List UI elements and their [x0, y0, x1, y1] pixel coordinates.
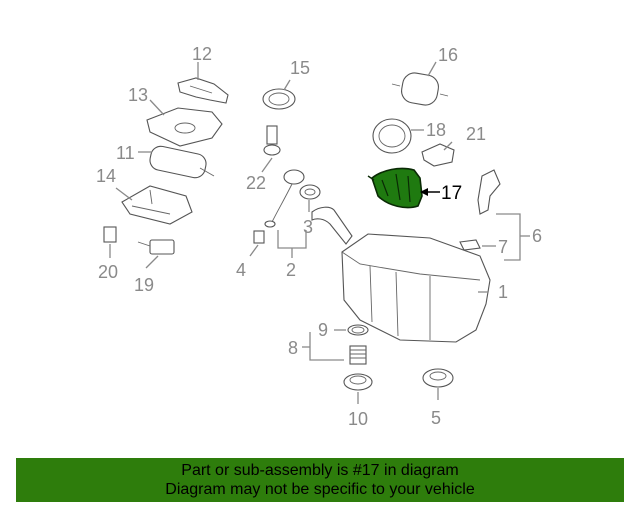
part-10-lock-ring[interactable] — [343, 373, 373, 391]
callout-6[interactable]: 6 — [532, 226, 542, 246]
callout-22[interactable]: 22 — [246, 173, 266, 193]
bracket-8 — [309, 332, 344, 361]
parts-diagram: 12 13 11 14 20 19 15 22 — [96, 44, 542, 429]
callout-4[interactable]: 4 — [236, 260, 246, 280]
callout-16[interactable]: 16 — [438, 45, 458, 65]
callout-1[interactable]: 1 — [498, 282, 508, 302]
banner-line-1: Part or sub-assembly is #17 in diagram — [181, 462, 459, 479]
callout-14[interactable]: 14 — [96, 166, 116, 186]
part-21-sender[interactable] — [421, 143, 455, 167]
callout-8[interactable]: 8 — [288, 338, 298, 358]
part-4-fitting[interactable] — [253, 230, 265, 244]
leader-4 — [249, 244, 259, 257]
part-11-fuel-pump[interactable] — [148, 144, 215, 179]
part-7-grommet[interactable] — [459, 239, 481, 251]
part-22-valve[interactable] — [263, 125, 281, 156]
part-6-sending-unit[interactable] — [477, 169, 501, 215]
leader-15 — [283, 79, 291, 91]
callout-15[interactable]: 15 — [290, 58, 310, 78]
callout-11[interactable]: 11 — [116, 143, 135, 163]
part-1-fuel-tank[interactable] — [311, 206, 491, 343]
bracket-6 — [496, 213, 521, 261]
disclaimer-banner: Part or sub-assembly is #17 in diagram D… — [16, 458, 624, 502]
callout-18[interactable]: 18 — [426, 120, 446, 140]
leader-19 — [145, 255, 159, 269]
part-15-clamp[interactable] — [262, 88, 296, 110]
callout-9[interactable]: 9 — [318, 320, 328, 340]
part-17-heat-shield[interactable] — [367, 167, 423, 209]
callout-21[interactable]: 21 — [466, 124, 486, 144]
callout-7[interactable]: 7 — [498, 237, 508, 257]
callout-12[interactable]: 12 — [192, 44, 212, 64]
leader-17-arrow — [420, 188, 428, 196]
leader-14 — [115, 187, 133, 201]
part-9-o-ring[interactable] — [347, 324, 369, 336]
part-12-bracket[interactable] — [177, 77, 229, 104]
leader-13 — [149, 99, 165, 116]
part-5-cap[interactable] — [422, 368, 454, 388]
callout-13[interactable]: 13 — [128, 85, 148, 105]
callout-5[interactable]: 5 — [431, 408, 441, 428]
bracket-2 — [277, 230, 307, 249]
part-14-pump-bracket[interactable] — [121, 185, 193, 225]
callout-3[interactable]: 3 — [303, 217, 313, 237]
banner-line-2: Diagram may not be specific to your vehi… — [165, 481, 475, 498]
callout-19[interactable]: 19 — [134, 275, 154, 295]
part-16-fuel-filter[interactable] — [391, 71, 449, 107]
callout-20[interactable]: 20 — [98, 262, 118, 282]
part-2-filler-assembly[interactable] — [264, 169, 305, 228]
part-20-clip[interactable] — [103, 226, 117, 243]
leader-22 — [261, 157, 273, 173]
callout-10[interactable]: 10 — [348, 409, 368, 429]
leader-16 — [427, 61, 437, 77]
part-3-gasket[interactable] — [299, 184, 321, 200]
part-19-sensor[interactable] — [137, 239, 175, 255]
callout-2[interactable]: 2 — [286, 260, 296, 280]
part-8-pump-module[interactable] — [349, 345, 367, 365]
leader-21 — [443, 141, 453, 151]
callout-17[interactable]: 17 — [441, 183, 462, 204]
part-13-mounting-plate[interactable] — [146, 107, 223, 147]
part-18-seal-ring[interactable] — [372, 118, 412, 154]
